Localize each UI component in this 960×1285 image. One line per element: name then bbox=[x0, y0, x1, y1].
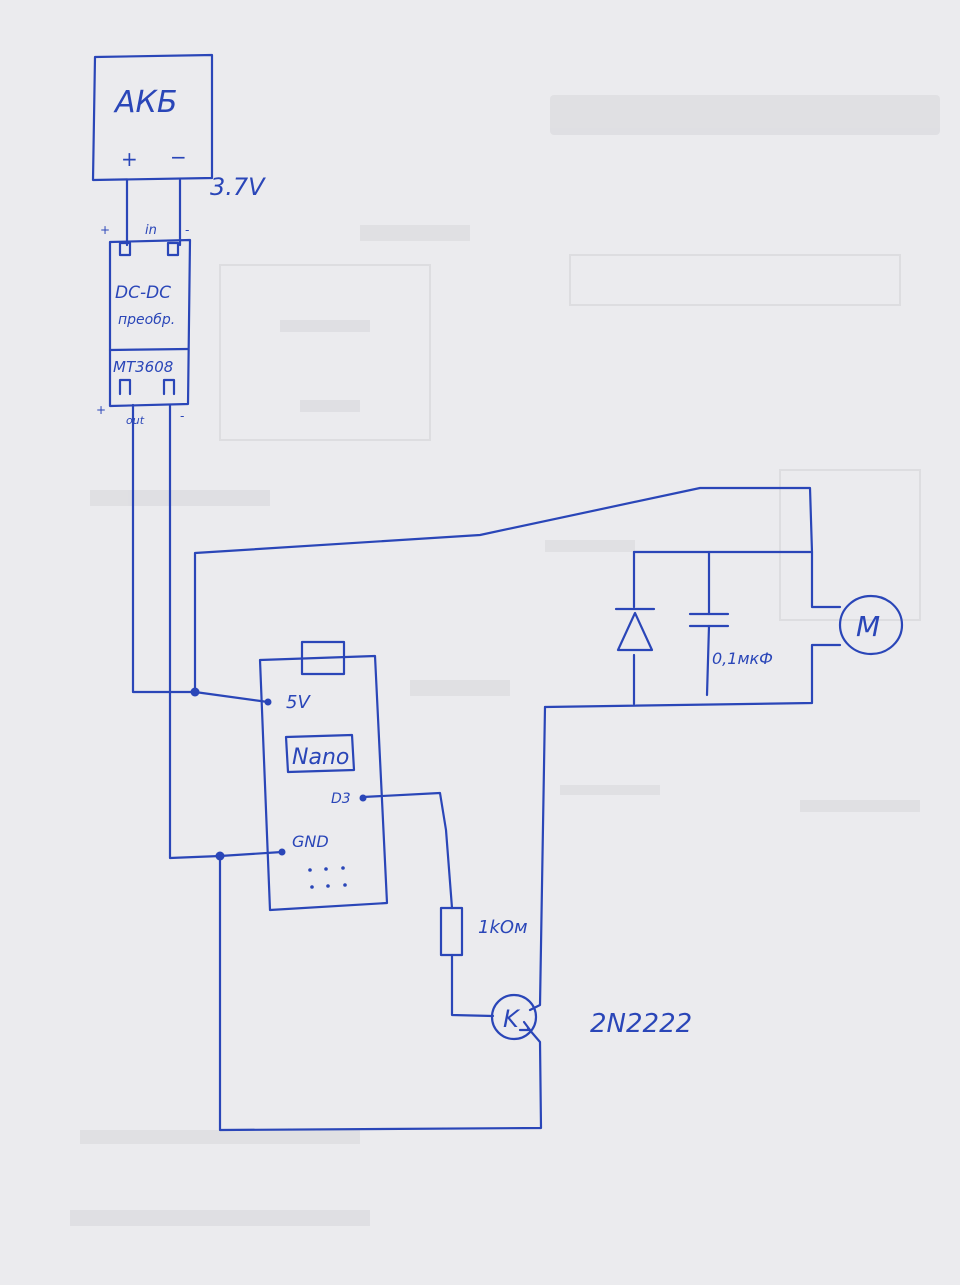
battery-plus: + bbox=[121, 147, 138, 171]
converter-in-minus: - bbox=[185, 223, 189, 237]
resistor-value: 1kОм bbox=[478, 917, 528, 938]
battery: АКБ + − 3.7V bbox=[91, 53, 266, 201]
converter-divider bbox=[108, 347, 190, 352]
pin-5v-label: 5V bbox=[286, 692, 311, 713]
dc-dc-converter: + in - DC-DC преобр. MT3608 + out - bbox=[96, 223, 192, 427]
battery-minus: − bbox=[170, 145, 187, 169]
pin-d3-dot bbox=[359, 794, 367, 802]
transistor-model: 2N2222 bbox=[590, 1009, 692, 1039]
converter-out-pads bbox=[118, 378, 176, 396]
wire-battery-to-converter bbox=[125, 178, 182, 247]
converter-in-plus-pad bbox=[118, 241, 132, 257]
wire-motor-supply bbox=[193, 486, 814, 694]
converter-in-minus-pad bbox=[166, 241, 180, 257]
wire-5v-rail bbox=[131, 403, 270, 704]
pin-5v-dot bbox=[264, 698, 272, 706]
transistor: K 2N2222 bbox=[490, 993, 692, 1041]
motor-body bbox=[838, 594, 904, 656]
motor: M bbox=[838, 594, 904, 656]
pin-gnd-label: GND bbox=[292, 832, 329, 851]
emitter-arrow bbox=[518, 1020, 532, 1032]
converter-out-minus: - bbox=[180, 409, 184, 423]
usb-connector bbox=[300, 640, 346, 676]
transistor-body bbox=[490, 993, 538, 1041]
capacitor-value: 0,1мкФ bbox=[712, 649, 773, 668]
nano-label: Nano bbox=[292, 745, 349, 770]
wire-gnd-rail bbox=[168, 403, 284, 860]
paper-bleed-through bbox=[70, 95, 940, 1226]
converter-line1: DC-DC bbox=[115, 283, 171, 303]
battery-voltage: 3.7V bbox=[210, 173, 266, 201]
resistor: 1kОм bbox=[439, 906, 528, 957]
junction-gnd bbox=[215, 851, 225, 861]
wire-motor-top-rail bbox=[632, 550, 842, 609]
converter-out-plus: + bbox=[96, 403, 106, 417]
junction-5v bbox=[190, 687, 200, 697]
wire-d3-to-resistor bbox=[361, 791, 454, 910]
pin-d3-label: D3 bbox=[331, 791, 351, 807]
converter-in-label: in bbox=[145, 223, 157, 238]
header-pins bbox=[308, 866, 347, 889]
arduino-nano: 5V Nano D3 GND bbox=[258, 640, 389, 912]
battery-box bbox=[91, 53, 214, 182]
converter-box bbox=[108, 238, 192, 408]
battery-label: АКБ bbox=[113, 85, 177, 120]
converter-model: MT3608 bbox=[113, 358, 173, 376]
wire-resistor-to-base bbox=[450, 953, 495, 1018]
nano-label-box bbox=[284, 733, 356, 774]
flyback-diode bbox=[614, 607, 656, 652]
converter-out-label: out bbox=[126, 414, 145, 427]
wire-capacitor-leads bbox=[705, 550, 711, 697]
capacitor: 0,1мкФ bbox=[688, 612, 773, 668]
wire-motor-bottom-rail bbox=[543, 643, 842, 709]
wires bbox=[125, 178, 842, 1132]
wire-ground-return bbox=[218, 854, 543, 1132]
transistor-symbol: K bbox=[503, 1005, 521, 1033]
resistor-body bbox=[439, 906, 464, 957]
motor-symbol: M bbox=[856, 610, 880, 643]
diode-triangle bbox=[616, 611, 654, 652]
nano-board-outline bbox=[258, 654, 389, 912]
pin-gnd-dot bbox=[278, 848, 286, 856]
converter-in-plus: + bbox=[100, 223, 110, 237]
capacitor-plates bbox=[688, 612, 730, 628]
converter-line2: преобр. bbox=[118, 312, 175, 328]
